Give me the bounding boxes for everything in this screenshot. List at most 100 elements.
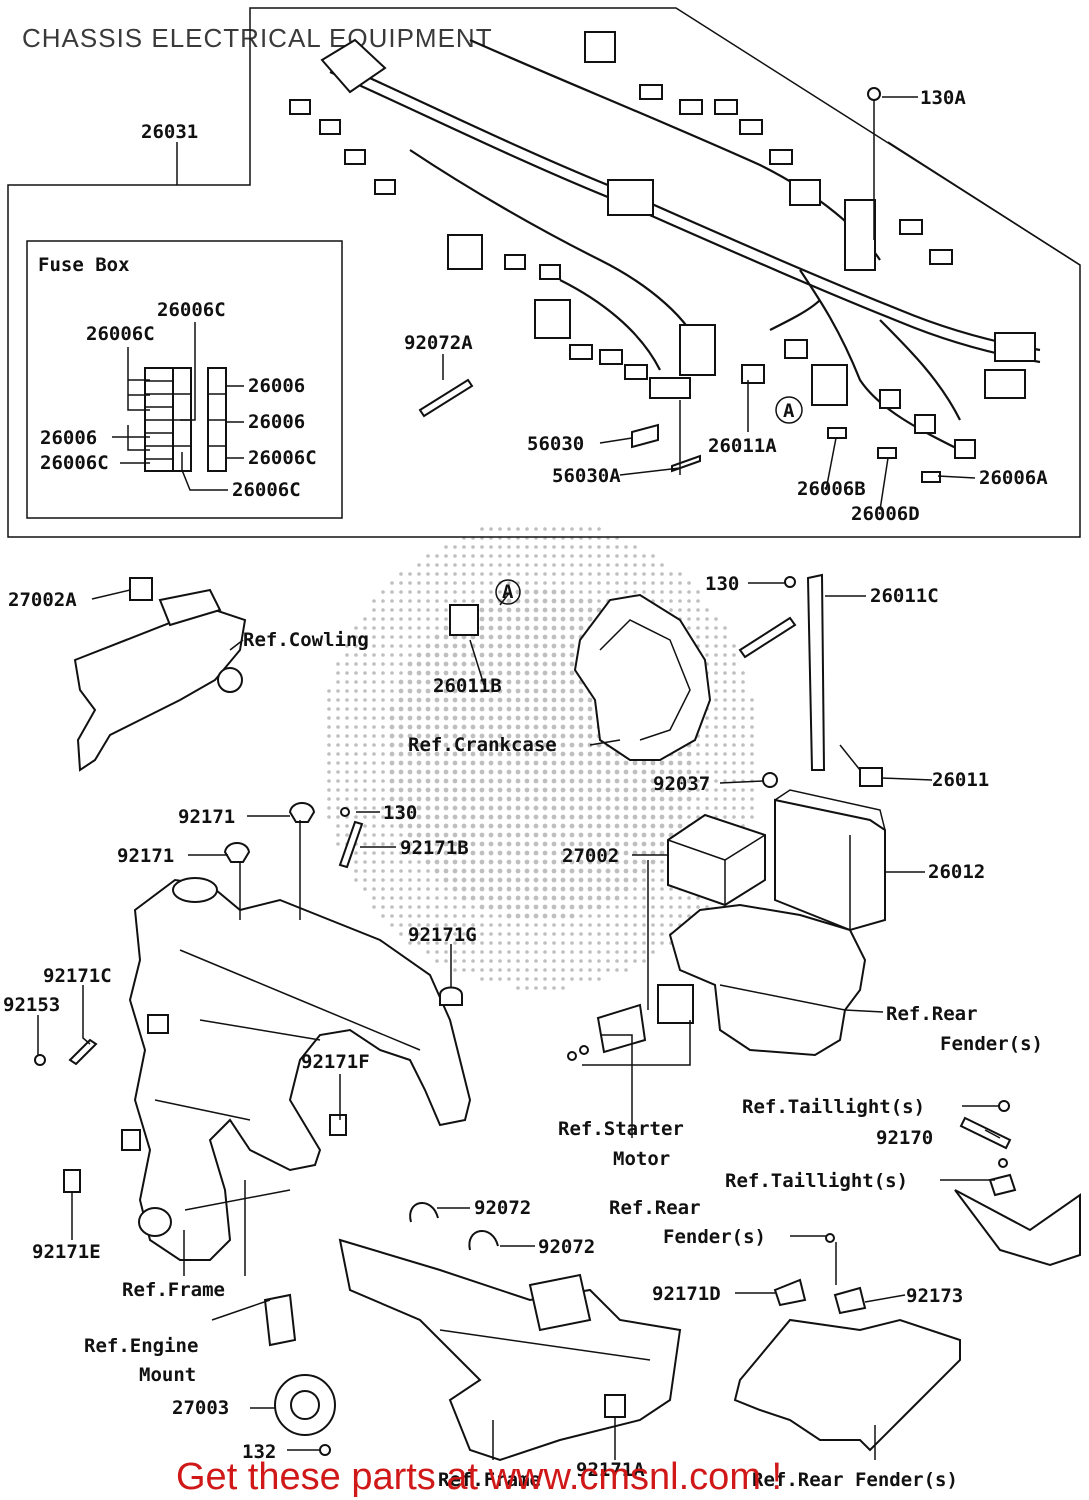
- label-92171d: 92171D: [652, 1283, 721, 1305]
- frame-clips: [34, 802, 463, 1193]
- fuse-26006a: [921, 471, 941, 483]
- fuse-box-heading: Fuse Box: [38, 254, 130, 276]
- harness-relay-box: [584, 31, 616, 63]
- bolt-taillight: [998, 1100, 1010, 1112]
- label-92171-upper: 92171: [178, 806, 235, 828]
- label-ref-rear-fender-bottom: Ref.Rear Fender(s): [752, 1469, 958, 1491]
- label-92153: 92153: [3, 994, 60, 1016]
- bolt-130a: [867, 87, 881, 101]
- harness-main-connector: [320, 38, 387, 94]
- horn-27003: [263, 1293, 336, 1456]
- label-92171-lower: 92171: [117, 845, 174, 867]
- harness-square-connector: [447, 234, 483, 270]
- bolt-130-lower: [340, 807, 350, 817]
- fuse-label-26006c-left: 26006C: [86, 323, 155, 345]
- label-56030a: 56030A: [552, 465, 621, 487]
- connector-26011b: [449, 604, 479, 636]
- label-mount: Mount: [139, 1364, 196, 1386]
- harness-end-connector-2: [984, 369, 1026, 399]
- label-ref-frame-left: Ref.Frame: [122, 1279, 225, 1301]
- fuse-label-26006-a: 26006: [248, 375, 305, 397]
- band-92170: [959, 1116, 1012, 1150]
- label-92170: 92170: [876, 1127, 933, 1149]
- label-26011: 26011: [932, 769, 989, 791]
- cable-26011c: [806, 573, 826, 771]
- label-ref-taillight-lower: Ref.Taillight(s): [725, 1170, 908, 1192]
- ecu-27002: [667, 813, 766, 907]
- label-ref-frame-bottom: Ref.Frame: [438, 1469, 541, 1491]
- harness-connector-right: [789, 179, 821, 206]
- fuse-label-26006c-right: 26006C: [248, 447, 317, 469]
- starter-relay: [657, 984, 694, 1024]
- connector-26011: [859, 767, 883, 787]
- clip-92171c: [68, 1038, 98, 1066]
- frame-inner-edge: [887, 141, 1081, 266]
- lower-leader-lines: [37, 579, 1001, 1460]
- label-26011a: 26011A: [708, 435, 777, 457]
- fuse-26006d: [877, 447, 897, 459]
- footer-link-text[interactable]: Get these parts at www.cmsnl.com !: [176, 1456, 782, 1498]
- bolt-130-upper: [784, 576, 796, 588]
- harness-junction-block: [607, 179, 654, 216]
- taillight-assembly: [954, 1100, 1081, 1267]
- pad-56030: [631, 423, 659, 449]
- page-title: CHASSIS ELECTRICAL EQUIPMENT: [22, 23, 493, 53]
- label-ref-engine: Ref.Engine: [84, 1335, 198, 1357]
- label-fender-middle: Fender(s): [663, 1226, 766, 1248]
- clip-92171-lower: [223, 842, 251, 863]
- label-connector-a: A: [783, 400, 795, 422]
- label-ref-taillight-upper: Ref.Taillight(s): [742, 1096, 925, 1118]
- label-ref-crankcase: Ref.Crankcase: [408, 734, 557, 756]
- label-130a: 130A: [920, 87, 966, 109]
- label-26006a: 26006A: [979, 467, 1048, 489]
- label-92072a: 92072A: [404, 332, 473, 354]
- clip-92171g: [439, 986, 463, 1006]
- label-92072-upper: 92072: [474, 1197, 531, 1219]
- main-frame: [121, 877, 472, 1261]
- label-92072-lower: 92072: [538, 1236, 595, 1258]
- connector-a-plug: [811, 364, 848, 406]
- band-92171b: [338, 820, 364, 869]
- connector-27002a: [129, 577, 153, 601]
- cowling-bracket-assembly: [73, 577, 247, 772]
- band-92072-upper: [409, 1201, 439, 1223]
- clip-92171a: [604, 1394, 626, 1418]
- label-92171b: 92171B: [400, 837, 469, 859]
- label-26011b: 26011B: [433, 675, 502, 697]
- band-92072-lower: [468, 1229, 499, 1251]
- harness-ecu-connector: [534, 299, 571, 339]
- label-fender-upper: Fender(s): [940, 1033, 1043, 1055]
- label-ref-rear-middle: Ref.Rear: [609, 1197, 701, 1219]
- label-26011c: 26011C: [870, 585, 939, 607]
- connector-26011a: [741, 364, 765, 384]
- relay-56030-block: [649, 377, 691, 399]
- bolt-92153: [34, 1054, 46, 1066]
- label-connector-a-lower: A: [502, 581, 514, 603]
- cable-130: [738, 616, 797, 659]
- label-130-upper: 130: [705, 573, 739, 595]
- clip-92171d: [773, 1278, 807, 1307]
- label-92173: 92173: [906, 1285, 963, 1307]
- battery-26012: [774, 798, 886, 932]
- relay-bracket: [596, 1003, 647, 1054]
- label-26006d: 26006D: [851, 503, 920, 525]
- label-26031: 26031: [141, 121, 198, 143]
- label-92171c: 92171C: [43, 965, 112, 987]
- label-26006b: 26006B: [797, 478, 866, 500]
- fuse-label-26006-b: 26006: [248, 411, 305, 433]
- clip-92171e: [63, 1169, 81, 1193]
- fuse-label-26006-c: 26006: [40, 427, 97, 449]
- fuse-label-26006c-bottom: 26006C: [232, 479, 301, 501]
- label-27002: 27002: [562, 845, 619, 867]
- label-ref-cowling: Ref.Cowling: [243, 629, 369, 651]
- fuse-box-panel: [26, 240, 343, 519]
- clip-92173: [833, 1286, 867, 1315]
- battery-tray: [668, 903, 867, 1057]
- clamp-92037: [762, 772, 778, 788]
- fuse-label-26006c-bottom-left: 26006C: [40, 452, 109, 474]
- label-92171f: 92171F: [301, 1051, 370, 1073]
- starter-relay-assembly: [567, 984, 694, 1061]
- label-26012: 26012: [928, 861, 985, 883]
- label-130-lower: 130: [383, 802, 417, 824]
